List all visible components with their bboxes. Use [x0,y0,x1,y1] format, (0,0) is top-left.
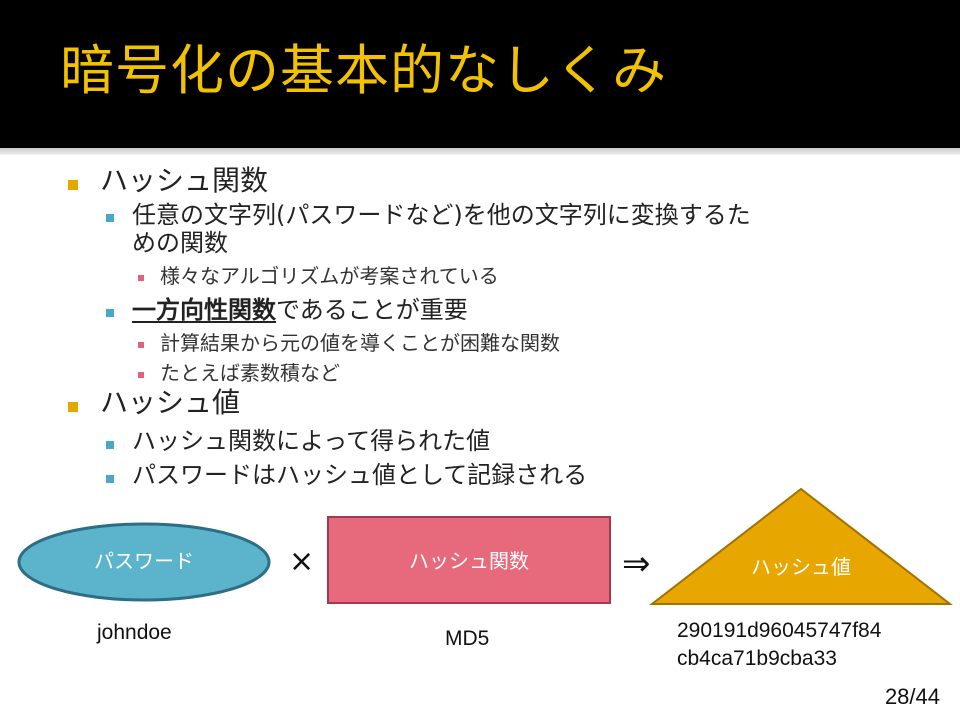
bullet-square-icon [106,309,114,317]
bullet-hard-to-invert: 計算結果から元の値を導くことが困難な関数 [160,331,560,355]
function-example: MD5 [445,627,490,650]
bullet-square-icon [106,475,114,483]
password-label: パスワード [94,549,194,573]
bullet-hash-value-desc: ハッシュ関数によって得られた値 [132,427,491,455]
bullet-square-icon [138,275,144,281]
bullet-stored-as-hash: パスワードはハッシュ値として記録される [132,461,588,489]
one-way-rest: であることが重要 [276,296,468,324]
hash-example-line1: 290191d96045747f84 [677,619,882,642]
bullet-one-way: 一方向性関数であることが重要 [132,296,468,325]
hash-function-label: ハッシュ関数 [409,549,529,573]
times-icon: × [289,544,315,579]
bullet-square-icon [68,180,78,190]
page-number: 28/44 [884,684,940,709]
hash-value-triangle [649,487,953,605]
bullet-hash-function-desc-line1: 任意の文字列(パスワードなど)を他の文字列に変換するた [132,201,751,229]
bullet-hash-function: ハッシュ関数 [100,164,269,197]
bullet-hash-value: ハッシュ値 [100,386,241,419]
bullet-square-icon [106,441,114,449]
bullet-prime-example: たとえば素数積など [160,361,340,385]
slide-title: 暗号化の基本的なしくみ [60,39,668,102]
title-bar: 暗号化の基本的なしくみ [0,0,960,148]
one-way-emphasis: 一方向性関数 [132,296,276,324]
implies-arrow-icon: ⇒ [622,544,651,584]
bullet-square-icon [138,372,144,378]
bullet-hash-function-desc-line2: めの関数 [132,229,228,257]
bullet-square-icon [106,214,114,222]
bullet-algorithms: 様々なアルゴリズムが考案されている [160,264,499,288]
password-ellipse [17,522,271,602]
title-divider [0,148,960,155]
bullet-square-icon [68,402,78,412]
hash-function-box [327,516,611,604]
hash-diagram [17,487,953,605]
password-example: johndoe [97,621,172,644]
bullet-square-icon [138,342,144,348]
hash-example-line2: cb4ca71b9cba33 [677,647,837,670]
hash-value-label: ハッシュ値 [751,555,851,579]
